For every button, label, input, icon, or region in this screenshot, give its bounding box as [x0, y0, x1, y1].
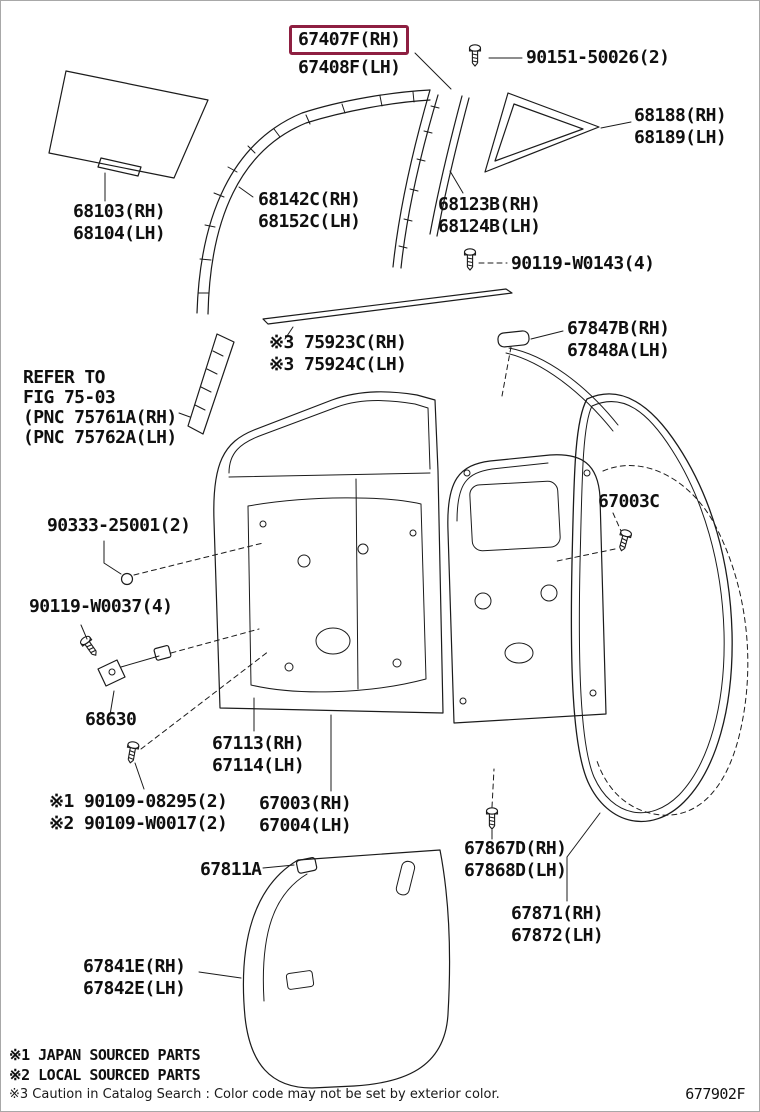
part-label-90109[interactable]: ※1 90109-08295(2) ※2 90109-W0017(2): [49, 791, 228, 835]
part-number-lh[interactable]: 67408F(LH): [298, 57, 401, 78]
footnote-color-code-caution: ※3 Caution in Catalog Search : Color cod…: [9, 1087, 500, 1102]
part-number[interactable]: 68630: [85, 709, 137, 730]
part-label-90333[interactable]: 90333-25001(2): [47, 515, 191, 537]
trim-board-drawing: [198, 849, 451, 1089]
part-number-lh[interactable]: 68189(LH): [634, 127, 727, 148]
part-label-68103[interactable]: 68103(RH) 68104(LH): [73, 201, 166, 245]
screw-icon: [485, 807, 499, 830]
part-label-67003C[interactable]: 67003C: [598, 491, 660, 513]
part-label-75923C[interactable]: ※3 75923C(RH) ※3 75924C(LH): [269, 332, 407, 376]
part-label-67811A[interactable]: 67811A: [200, 859, 262, 881]
part-number[interactable]: ※2 90109-W0017(2): [49, 813, 228, 834]
part-number-lh[interactable]: 68152C(LH): [258, 211, 361, 232]
screw-icon: [468, 44, 482, 67]
part-number-lh[interactable]: 67872(LH): [511, 925, 604, 946]
screw-icon: [78, 634, 101, 659]
pillar-trim-refer-drawing: [178, 333, 235, 435]
belt-moulding-drawing: [262, 288, 513, 340]
part-label-67003[interactable]: 67003(RH) 67004(LH): [259, 793, 352, 837]
highlight-box: 67407F(RH): [289, 25, 410, 55]
part-number[interactable]: 67003C: [598, 491, 660, 512]
part-label-90119-W0037[interactable]: 90119-W0037(4): [29, 596, 173, 618]
part-number[interactable]: 90119-W0037(4): [29, 596, 173, 617]
part-number-lh[interactable]: 68104(LH): [73, 223, 166, 244]
part-label-67407F[interactable]: 67407F(RH) 67408F(LH): [289, 25, 410, 79]
rear-run-moulding-drawing: [392, 52, 452, 269]
part-number-rh[interactable]: 67867D(RH): [464, 838, 567, 859]
refer-line: REFER TO: [23, 367, 106, 388]
part-number-rh[interactable]: 67113(RH): [212, 733, 305, 754]
part-number[interactable]: 90333-25001(2): [47, 515, 191, 536]
part-label-67841E[interactable]: 67841E(RH) 67842E(LH): [83, 956, 186, 1000]
footnote-japan-sourced: ※1 JAPAN SOURCED PARTS: [9, 1046, 201, 1064]
part-label-90119-W0143[interactable]: 90119-W0143(4): [511, 253, 655, 275]
refer-line: (PNC 75762A(LH): [23, 427, 177, 448]
part-label-68630[interactable]: 68630: [85, 709, 137, 731]
part-number[interactable]: ※1 90109-08295(2): [49, 791, 228, 812]
part-label-67867D[interactable]: 67867D(RH) 67868D(LH): [464, 838, 567, 882]
leader-lines: [253, 57, 622, 902]
part-number-rh[interactable]: 67003(RH): [259, 793, 352, 814]
part-label-68188[interactable]: 68188(RH) 68189(LH): [634, 105, 727, 149]
part-number-lh[interactable]: 67868D(LH): [464, 860, 567, 881]
division-bar-drawing: [429, 95, 470, 237]
part-label-68123B[interactable]: 68123B(RH) 68124B(LH): [438, 194, 541, 238]
part-label-90151[interactable]: 90151-50026(2): [526, 47, 670, 69]
refer-note: REFER TO FIG 75-03 (PNC 75761A(RH) (PNC …: [23, 368, 177, 448]
refer-line: FIG 75-03: [23, 387, 116, 408]
screw-icon: [463, 248, 477, 271]
part-number-rh[interactable]: 68188(RH): [634, 105, 727, 126]
part-number-rh[interactable]: 67871(RH): [511, 903, 604, 924]
quarter-window-glass-drawing: [484, 92, 632, 173]
part-number-lh[interactable]: 67842E(LH): [83, 978, 186, 999]
part-number-lh[interactable]: 67848A(LH): [567, 340, 670, 361]
refer-line: (PNC 75761A(RH): [23, 407, 177, 428]
part-number[interactable]: 90119-W0143(4): [511, 253, 655, 274]
part-number-lh[interactable]: ※3 75924C(LH): [269, 354, 407, 375]
door-check-drawing: [80, 624, 270, 790]
screw-icon: [615, 528, 633, 553]
door-frame-panel-drawing: [213, 391, 444, 714]
part-number-rh[interactable]: 68142C(RH): [258, 189, 361, 210]
part-number-lh[interactable]: 68124B(LH): [438, 216, 541, 237]
part-number[interactable]: 67811A: [200, 859, 262, 880]
door-glass-drawing: [48, 70, 209, 202]
weatherstrip-drawing: [570, 393, 749, 823]
part-label-68142C[interactable]: 68142C(RH) 68152C(LH): [258, 189, 361, 233]
part-number-lh[interactable]: 67114(LH): [212, 755, 305, 776]
part-label-67871[interactable]: 67871(RH) 67872(LH): [511, 903, 604, 947]
grommet-drawing: [103, 540, 264, 586]
glass-run-channel-drawing: [196, 89, 431, 315]
part-number-rh[interactable]: 68123B(RH): [438, 194, 541, 215]
screw-icon: [124, 740, 140, 765]
part-label-67113[interactable]: 67113(RH) 67114(LH): [212, 733, 305, 777]
part-number-lh[interactable]: 67004(LH): [259, 815, 352, 836]
footnote-local-sourced: ※2 LOCAL SOURCED PARTS: [9, 1066, 201, 1084]
trim-clip-drawing: [262, 857, 318, 874]
part-number-rh[interactable]: 67841E(RH): [83, 956, 186, 977]
diagram-code: 677902F: [685, 1085, 745, 1103]
part-label-67847B[interactable]: 67847B(RH) 67848A(LH): [567, 318, 670, 362]
part-number-rh[interactable]: 67847B(RH): [567, 318, 670, 339]
part-number[interactable]: 90151-50026(2): [526, 47, 670, 68]
part-number-rh[interactable]: ※3 75923C(RH): [269, 332, 407, 353]
part-number-rh[interactable]: 68103(RH): [73, 201, 166, 222]
frame-moulding-clip-drawing: [497, 330, 619, 432]
part-number-rh[interactable]: 67407F(RH): [298, 29, 401, 50]
inner-panel-drawing: [447, 454, 607, 724]
